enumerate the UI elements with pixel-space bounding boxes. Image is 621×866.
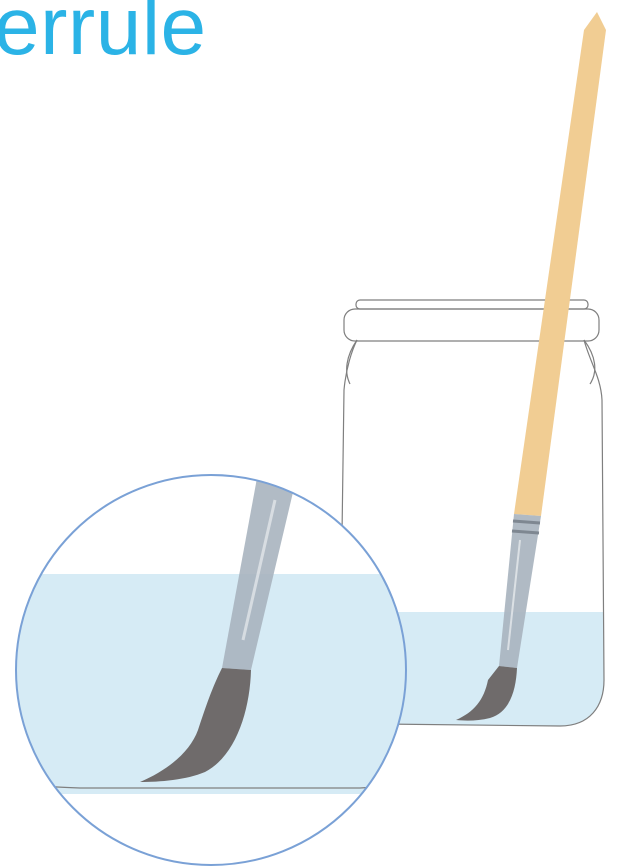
ferrule-ring-1 (513, 521, 540, 523)
ferrule-ring-2 (512, 531, 539, 533)
brush-handle (514, 12, 606, 516)
magnifier-circle (10, 475, 420, 865)
